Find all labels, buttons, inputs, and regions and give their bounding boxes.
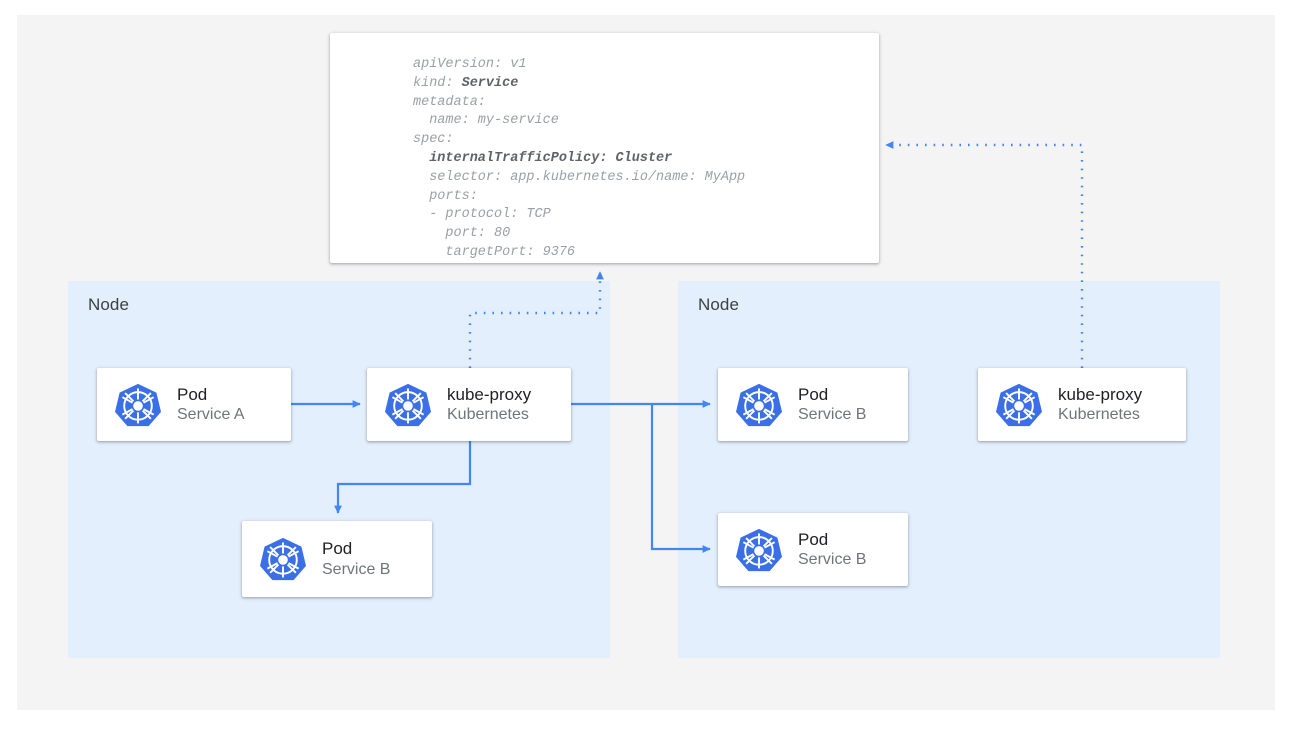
yaml-line-port: port: 80	[413, 226, 511, 242]
card-subtitle: Kubernetes	[1058, 406, 1140, 424]
card-pod-service-a-text: Pod Service A	[177, 383, 245, 425]
card-title: kube-proxy	[1058, 384, 1143, 404]
yaml-line-metadata: metadata:	[413, 94, 486, 110]
yaml-line-name: name: my-service	[413, 113, 559, 129]
yaml-line-spec: spec:	[413, 132, 454, 148]
card-subtitle: Service B	[798, 406, 867, 424]
service-spec-card: apiVersion: v1 kind: Service metadata: n…	[330, 33, 879, 263]
card-title: kube-proxy	[447, 384, 532, 404]
card-pod-service-b-remote-bottom[interactable]: Pod Service B	[718, 513, 908, 586]
yaml-line-protocol: - protocol: TCP	[413, 207, 551, 223]
card-pod-service-b-remote-bottom-text: Pod Service B	[798, 528, 866, 570]
node-label-left: Node	[88, 295, 130, 314]
card-pod-service-b-remote-top[interactable]: Pod Service B	[718, 368, 908, 441]
card-subtitle: Kubernetes	[447, 406, 529, 424]
node-group-left: Node	[68, 281, 610, 658]
yaml-line-selector: selector: app.kubernetes.io/name: MyApp	[413, 169, 746, 185]
kubernetes-icon	[115, 383, 161, 426]
card-kube-proxy-right-text: kube-proxy Kubernetes	[1058, 383, 1142, 425]
card-pod-service-b-remote-top-text: Pod Service B	[798, 383, 866, 425]
card-title: Pod	[177, 384, 208, 404]
card-pod-service-b-local[interactable]: Pod Service B	[242, 521, 432, 597]
yaml-line-internaltrafficpolicy: internalTrafficPolicy: Cluster	[413, 150, 673, 166]
kubernetes-icon	[736, 528, 782, 571]
card-subtitle: Service B	[798, 551, 867, 569]
yaml-line-apiversion: apiVersion: v1	[413, 57, 527, 72]
card-pod-service-b-local-text: Pod Service B	[322, 538, 390, 580]
card-kube-proxy-left-text: kube-proxy Kubernetes	[447, 383, 531, 425]
card-subtitle: Service A	[177, 406, 245, 424]
kubernetes-icon	[385, 383, 431, 426]
card-title: Pod	[322, 538, 353, 558]
card-title: Pod	[798, 529, 829, 549]
card-kube-proxy-right[interactable]: kube-proxy Kubernetes	[978, 368, 1186, 441]
kubernetes-icon	[260, 537, 306, 581]
yaml-line-ports: ports:	[413, 188, 478, 204]
yaml-line-kind: kind: Service	[413, 75, 519, 91]
kubernetes-icon	[996, 383, 1042, 426]
card-title: Pod	[798, 384, 829, 404]
node-group-right: Node	[678, 281, 1220, 658]
diagram-canvas: Node Node apiVersion: v1 kind: Service m…	[17, 15, 1275, 710]
card-pod-service-a[interactable]: Pod Service A	[97, 368, 291, 441]
kubernetes-icon	[736, 383, 782, 426]
card-kube-proxy-left[interactable]: kube-proxy Kubernetes	[367, 368, 571, 441]
service-yaml-code: apiVersion: v1 kind: Service metadata: n…	[413, 56, 745, 263]
card-subtitle: Service B	[322, 560, 391, 578]
yaml-kind-value: Service	[461, 75, 519, 91]
yaml-line-targetport: targetPort: 9376	[413, 244, 576, 260]
node-label-right: Node	[698, 295, 740, 314]
